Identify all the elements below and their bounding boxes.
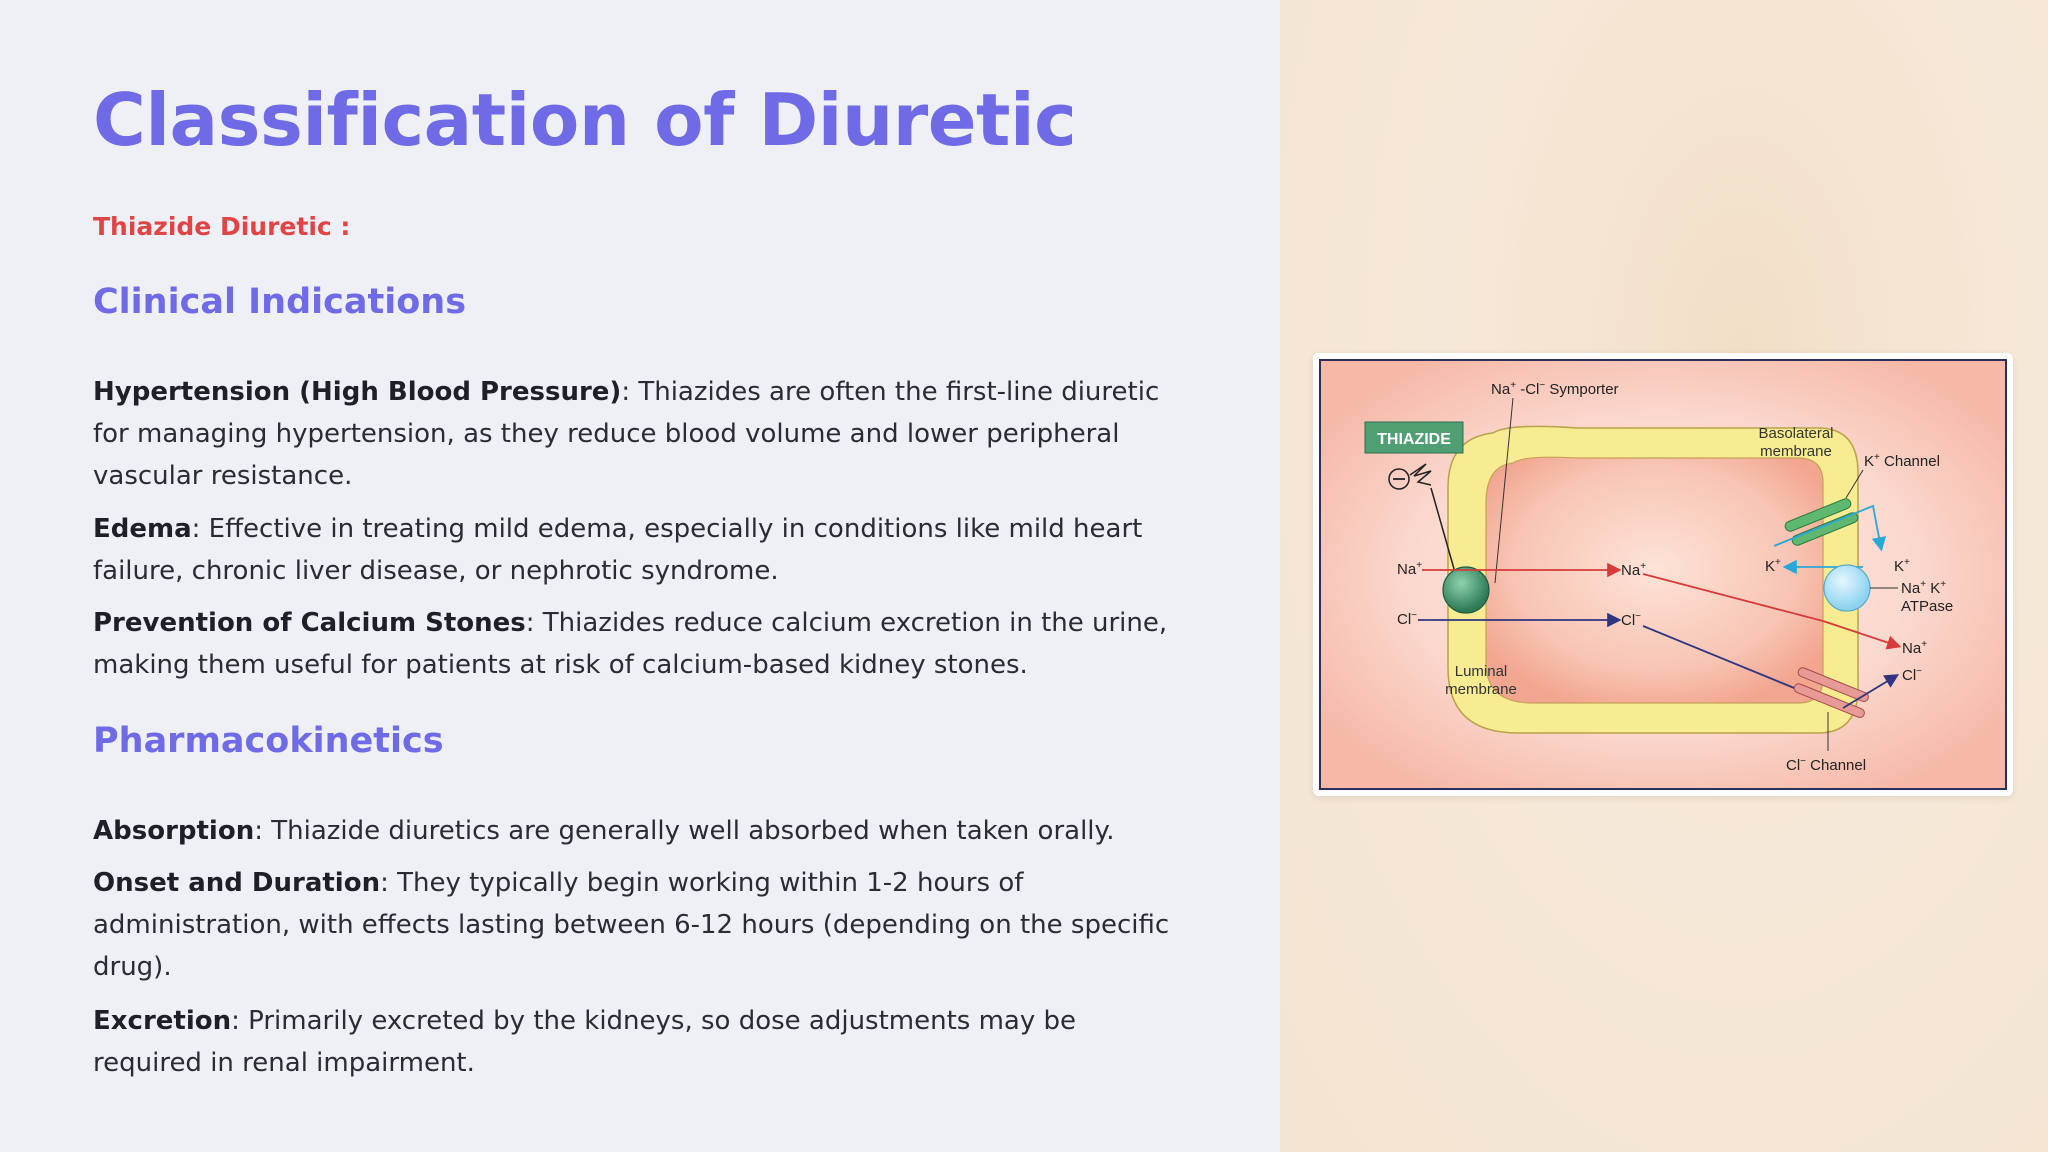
k-interstitial-label: K+ <box>1894 557 1910 575</box>
cl-channel-label: Cl− Channel <box>1786 756 1866 774</box>
inhibition-icon <box>1388 468 1410 490</box>
basolateral-label-line1: Basolateral <box>1758 425 1833 442</box>
symporter-transporter <box>1442 566 1490 614</box>
cl-cell-label: Cl− <box>1621 611 1641 629</box>
luminal-label-line1: Luminal <box>1455 663 1508 680</box>
thiazide-mechanism-figure: Na+ -Cl− Symporter THIAZIDE Basolateral … <box>1313 353 2013 796</box>
term-label: Onset and Duration <box>93 868 381 898</box>
thiazide-badge <box>1364 421 1464 454</box>
cl-interstitial-label: Cl− <box>1902 666 1922 684</box>
cl-channel-upper <box>1797 667 1869 703</box>
inhibition-arrow <box>1430 487 1462 586</box>
content-panel: Classification of Diuretic Thiazide Diur… <box>93 78 1173 1084</box>
basolateral-label-line2: membrane <box>1760 443 1832 460</box>
drug-class-subtitle: Thiazide Diuretic : <box>93 212 351 241</box>
term-label: Edema <box>93 514 192 544</box>
k-channel-upper <box>1784 498 1852 532</box>
term-label: Prevention of Calcium Stones <box>93 608 526 638</box>
cl-channel-lower <box>1793 683 1865 719</box>
atpase-label: ATPase <box>1901 598 1953 615</box>
page-title: Classification of Diuretic <box>93 78 1077 162</box>
nephron-cell-diagram: Na+ -Cl− Symporter THIAZIDE Basolateral … <box>1319 359 2007 790</box>
symporter-pointer <box>1494 397 1514 584</box>
indication-calcium-stones: Prevention of Calcium Stones: Thiazides … <box>93 602 1173 686</box>
indication-edema: Edema: Effective in treating mild edema,… <box>93 508 1173 592</box>
k-efflux-arrow <box>1773 504 1887 552</box>
pk-onset-duration: Onset and Duration: They typically begin… <box>93 862 1173 988</box>
na-lumen-label: Na+ <box>1397 560 1422 578</box>
term-label: Absorption <box>93 816 255 846</box>
term-description: : They typically begin working within 1-… <box>93 868 1170 982</box>
k-cell-label: K+ <box>1765 557 1781 575</box>
cl-efflux-arrow <box>1842 674 1900 709</box>
symporter-label: Na+ -Cl− Symporter <box>1491 380 1619 398</box>
thiazide-label: THIAZIDE <box>1377 431 1451 448</box>
na-k-atpase-pump <box>1823 564 1871 612</box>
section-heading-clinical-indications: Clinical Indications <box>93 282 467 322</box>
pk-excretion: Excretion: Primarily excreted by the kid… <box>93 1000 1173 1084</box>
zigzag-icon <box>1409 463 1432 486</box>
term-description: : Thiazides reduce calcium excretion in … <box>93 608 1168 680</box>
atpase-ion-label: Na+ K+ <box>1901 579 1946 597</box>
section-heading-pharmacokinetics: Pharmacokinetics <box>93 721 444 761</box>
term-label: Hypertension (High Blood Pressure) <box>93 377 622 407</box>
term-description: : Effective in treating mild edema, espe… <box>93 514 1143 586</box>
na-basolateral-arrow <box>1642 573 1824 622</box>
cell-interior <box>1485 456 1824 704</box>
na-efflux-arrow <box>1822 620 1902 650</box>
k-channel-label: K+ Channel <box>1864 452 1940 470</box>
term-label: Excretion <box>93 1006 232 1036</box>
term-description: : Thiazide diuretics are generally well … <box>254 816 1115 846</box>
k-channel-pointer <box>1845 469 1864 499</box>
luminal-label-line2: membrane <box>1445 681 1517 698</box>
na-interstitial-label: Na+ <box>1902 639 1927 657</box>
cl-lumen-label: Cl− <box>1397 610 1417 628</box>
pk-absorption: Absorption: Thiazide diuretics are gener… <box>93 810 1173 852</box>
term-description: : Primarily excreted by the kidneys, so … <box>93 1006 1077 1078</box>
indication-hypertension: Hypertension (High Blood Pressure): Thia… <box>93 371 1173 497</box>
term-description: : Thiazides are often the first-line diu… <box>93 377 1160 491</box>
na-cell-label: Na+ <box>1621 561 1646 579</box>
k-channel-lower <box>1791 512 1859 546</box>
